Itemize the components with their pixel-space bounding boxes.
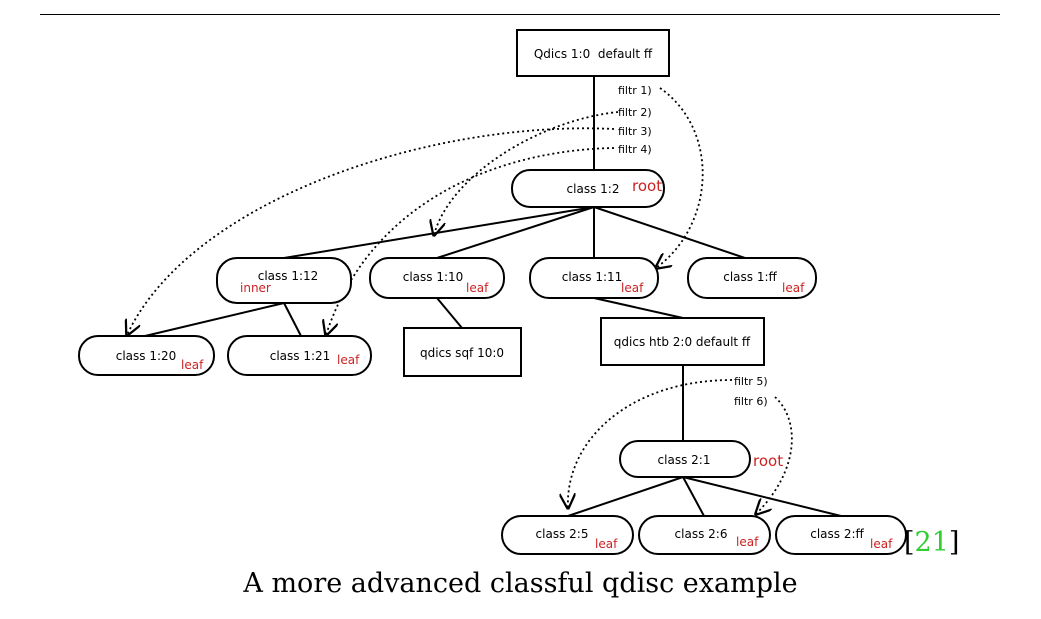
filter-label-1: filtr 1) — [618, 84, 652, 97]
class-2-5-node: class 2:5 leaf — [501, 515, 634, 555]
filter-4-arrow — [326, 147, 615, 335]
qdisc-htb-node: qdics htb 2:0 default ff — [600, 317, 765, 366]
edge-1-2-to-1-12 — [283, 206, 595, 259]
class-1-11-tag: leaf — [621, 281, 644, 295]
edge-1-11-to-htb — [593, 297, 684, 319]
class-1-20-node: class 1:20 leaf — [78, 335, 215, 376]
class-1-12-node: class 1:12 inner — [216, 257, 352, 304]
filter-label-2: filtr 2) — [618, 106, 652, 119]
class-2-1-node: class 2:1 root — [619, 440, 783, 478]
filter-arrows — [127, 87, 793, 514]
filter-1-arrow — [656, 87, 704, 268]
filter-6-arrow — [756, 396, 793, 514]
qdisc-sqf-label: qdics sqf 10:0 — [420, 346, 504, 360]
class-2-1-tag: root — [753, 452, 783, 470]
edge-1-2-to-1-ff — [593, 206, 746, 259]
class-1-2-tag: root — [632, 177, 662, 195]
filter-label-3: filtr 3) — [618, 125, 652, 138]
filter-label-5: filtr 5) — [734, 375, 768, 388]
class-1-21-tag: leaf — [337, 353, 360, 367]
edge-2-1-to-2-6 — [682, 476, 705, 517]
class-2-6-label: class 2:6 — [675, 527, 728, 541]
class-1-2-label: class 1:2 — [567, 182, 620, 196]
edge-1-2-to-1-10 — [436, 206, 595, 259]
edge-1-12-to-1-21 — [283, 302, 302, 337]
class-1-2-node: class 1:2 root — [511, 169, 665, 208]
qdisc-htb-label: qdics htb 2:0 default ff — [614, 335, 751, 349]
edge-2-1-to-2-ff — [682, 476, 842, 517]
class-1-ff-label: class 1:ff — [723, 270, 777, 284]
class-2-6-tag: leaf — [736, 535, 759, 549]
citation-number[interactable]: 21 — [914, 527, 949, 558]
class-1-10-tag: leaf — [466, 281, 489, 295]
filter-5-arrow — [568, 379, 733, 508]
edge-1-12-to-1-20 — [144, 302, 285, 337]
filter-labels: filtr 1) filtr 2) filtr 3) filtr 4) filt… — [618, 84, 768, 408]
filter-2-arrow — [434, 111, 619, 235]
class-2-5-tag: leaf — [595, 537, 618, 551]
filter-label-4: filtr 4) — [618, 143, 652, 156]
filter-label-6: filtr 6) — [734, 395, 768, 408]
qdisc-root-label: Qdics 1:0 default ff — [534, 47, 653, 61]
class-2-1-label: class 2:1 — [658, 453, 711, 467]
filter-3-arrow — [127, 127, 615, 335]
class-1-ff-tag: leaf — [782, 281, 805, 295]
class-1-12-tag: inner — [240, 281, 271, 295]
class-2-ff-label: class 2:ff — [810, 527, 864, 541]
class-1-20-tag: leaf — [181, 358, 204, 372]
citation-open: [ — [904, 527, 915, 558]
class-1-11-node: class 1:11 leaf — [529, 257, 659, 299]
tree-edges — [144, 76, 842, 517]
top-rule — [40, 14, 1000, 15]
class-2-5-label: class 2:5 — [536, 527, 589, 541]
citation-close: ] — [948, 527, 960, 558]
figure-caption: A more advanced classful qdisc example — [243, 568, 798, 599]
class-1-20-label: class 1:20 — [116, 349, 177, 363]
class-1-11-label: class 1:11 — [562, 270, 623, 284]
class-1-21-label: class 1:21 — [270, 349, 331, 363]
citation-reference[interactable]: [21] — [904, 527, 959, 558]
qdisc-sqf-node: qdics sqf 10:0 — [403, 327, 522, 377]
class-2-ff-tag: leaf — [870, 537, 893, 551]
class-1-21-node: class 1:21 leaf — [227, 335, 372, 376]
edge-2-1-to-2-5 — [567, 476, 684, 517]
class-1-12-label: class 1:12 — [258, 269, 319, 283]
qdisc-root-node: Qdics 1:0 default ff — [516, 29, 670, 77]
class-1-ff-node: class 1:ff leaf — [687, 257, 817, 299]
class-1-10-node: class 1:10 leaf — [369, 257, 505, 299]
class-2-ff-node: class 2:ff leaf — [775, 515, 907, 555]
class-2-6-node: class 2:6 leaf — [638, 515, 771, 555]
edge-1-10-to-sqf — [436, 297, 463, 329]
class-1-10-label: class 1:10 — [403, 270, 464, 284]
